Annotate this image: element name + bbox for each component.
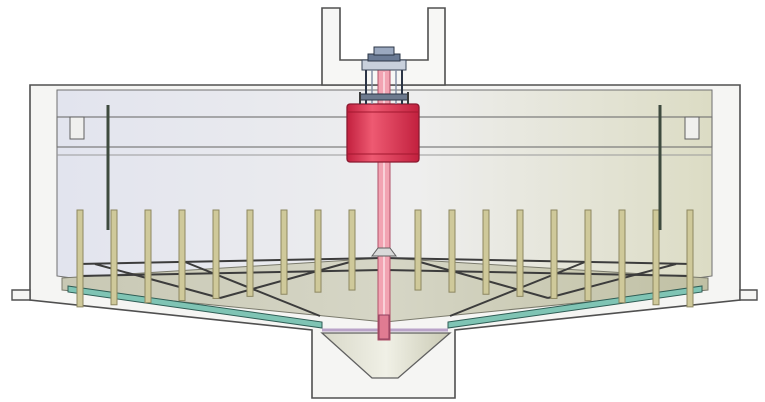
picket-rod-right-9 [686, 209, 694, 308]
picket-rod-right-4 [516, 209, 524, 297]
launder-left-box [69, 116, 85, 140]
launder-right-box [684, 116, 700, 140]
left-scraper-blade [67, 285, 323, 329]
picket-rod-right-6 [584, 209, 592, 302]
picket-rod-left-4 [178, 209, 186, 302]
picket-rod-left-9 [348, 209, 356, 291]
picket-rod-right-1 [414, 209, 422, 291]
picket-rod-left-2 [110, 209, 118, 306]
drive-drum [346, 103, 420, 163]
picket-rod-right-5 [550, 209, 558, 299]
drive-support-column [321, 7, 446, 86]
picket-rod-left-7 [280, 209, 288, 295]
sludge-outlet [378, 314, 390, 340]
center-cone [371, 247, 397, 257]
picket-rod-right-2 [448, 209, 456, 293]
picket-rod-left-1 [76, 209, 84, 308]
picket-rod-left-6 [246, 209, 254, 297]
right-flange [739, 289, 758, 301]
drive-motor-assembly [359, 46, 409, 104]
left-flange [11, 289, 31, 301]
sludge-hopper [320, 332, 452, 379]
picket-rod-right-8 [652, 209, 660, 306]
picket-fence [76, 209, 694, 308]
picket-rod-left-8 [314, 209, 322, 293]
picket-rod-left-3 [144, 209, 152, 304]
picket-rod-left-5 [212, 209, 220, 299]
picket-rod-right-7 [618, 209, 626, 304]
picket-rod-right-3 [482, 209, 490, 295]
right-scraper-blade [447, 285, 703, 329]
